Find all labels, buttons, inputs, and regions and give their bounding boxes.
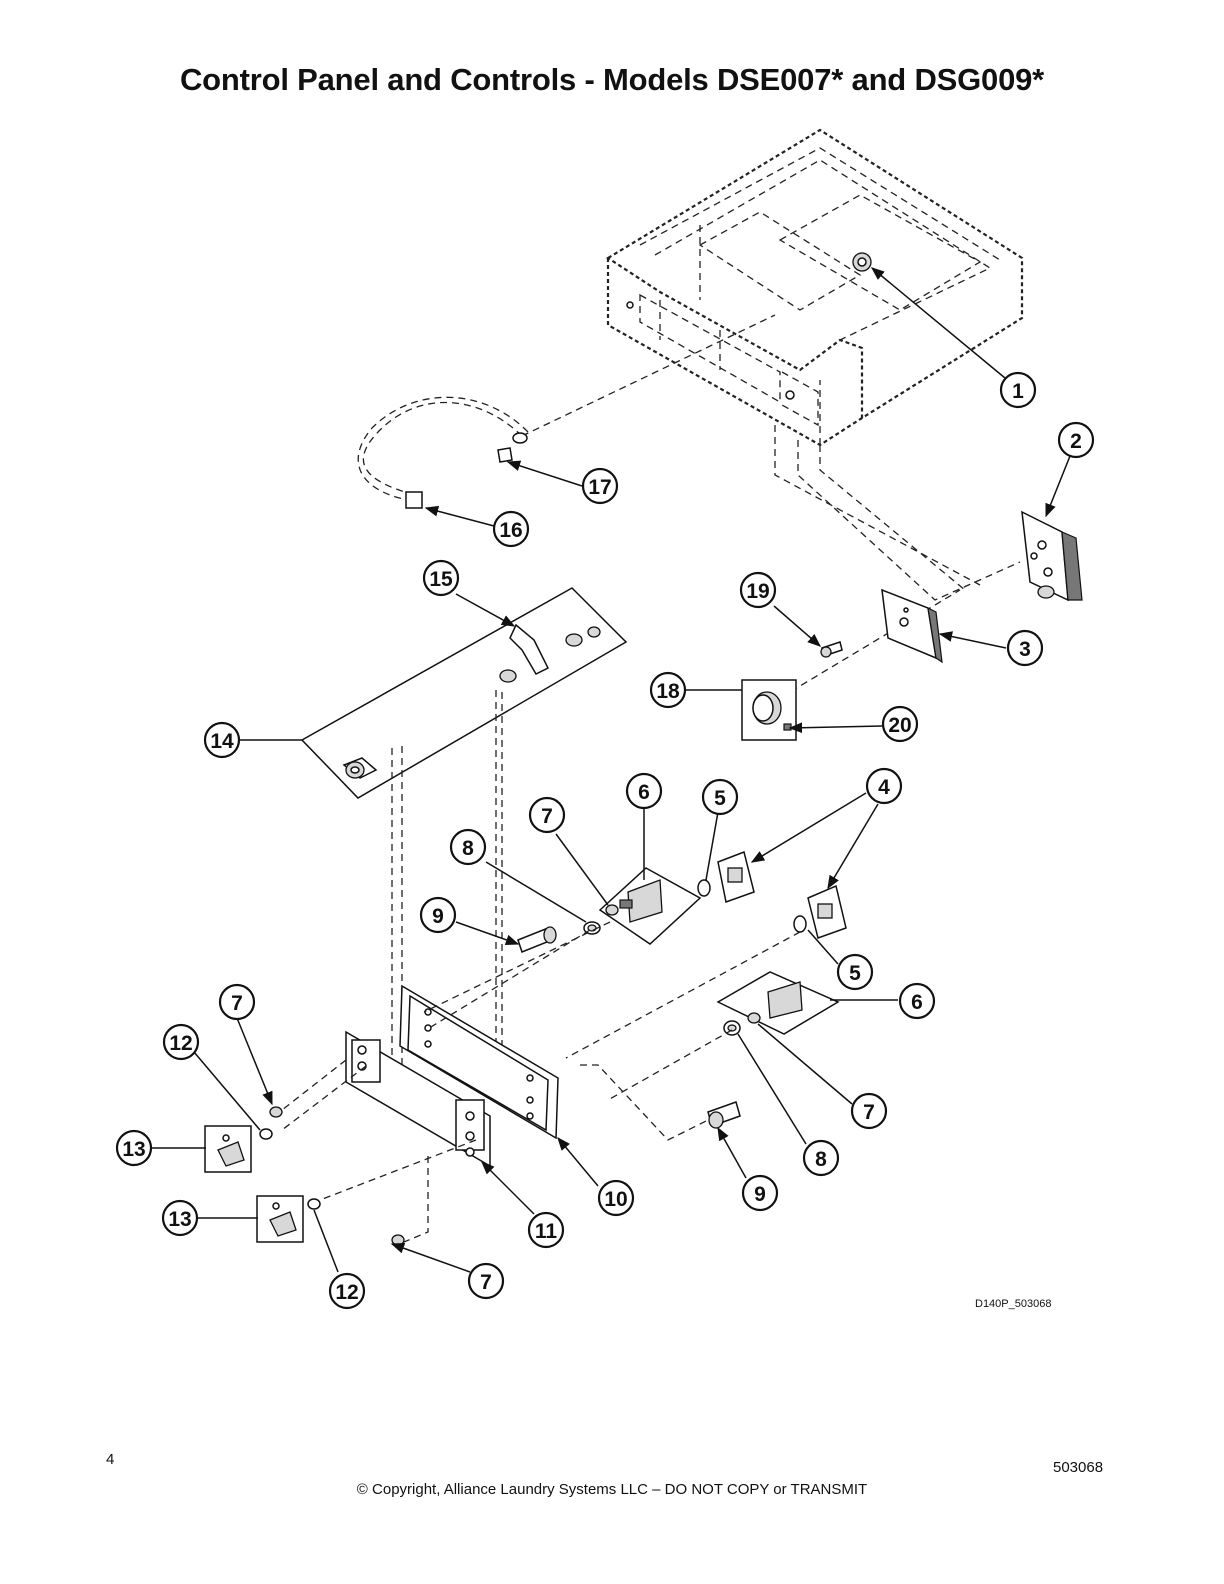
callout-11: 11 — [527, 1211, 565, 1249]
callout-19: 19 — [739, 571, 777, 609]
callout-18: 18 — [649, 671, 687, 709]
svg-text:15: 15 — [429, 568, 453, 591]
page-number: 4 — [106, 1451, 115, 1468]
document-number: 503068 — [1053, 1459, 1104, 1476]
svg-text:12: 12 — [335, 1281, 358, 1304]
svg-text:7: 7 — [480, 1271, 492, 1294]
part-10-bezel — [399, 921, 611, 1140]
timer-connections — [759, 425, 1021, 711]
callout-6-upper: 6 — [625, 772, 663, 810]
svg-text:13: 13 — [122, 1138, 145, 1161]
svg-text:4: 4 — [878, 776, 890, 799]
callout-7-bottom: 7 — [467, 1262, 505, 1300]
callout-5-lower: 5 — [836, 953, 874, 991]
svg-text:1: 1 — [1012, 380, 1024, 403]
callout-8-upper: 8 — [449, 828, 487, 866]
svg-text:9: 9 — [432, 905, 444, 928]
svg-text:5: 5 — [714, 787, 726, 810]
callout-14: 14 — [203, 721, 241, 759]
part-2-timer — [1021, 510, 1083, 602]
svg-text:7: 7 — [231, 992, 243, 1015]
svg-text:10: 10 — [604, 1188, 627, 1211]
callout-3: 3 — [1006, 629, 1044, 667]
callout-15: 15 — [422, 559, 460, 597]
callout-8-lower: 8 — [802, 1139, 840, 1177]
svg-text:18: 18 — [656, 680, 680, 703]
svg-text:6: 6 — [911, 991, 923, 1014]
dryer-cabinet — [605, 128, 1024, 447]
callout-9-upper: 9 — [419, 896, 457, 934]
leader-lines — [152, 267, 1071, 1273]
callout-17: 17 — [581, 467, 619, 505]
svg-text:7: 7 — [863, 1101, 875, 1124]
callout-5-upper: 5 — [701, 778, 739, 816]
svg-text:11: 11 — [535, 1220, 558, 1243]
callout-13-upper: 13 — [115, 1129, 153, 1167]
callout-2: 2 — [1057, 421, 1095, 459]
svg-text:14: 14 — [210, 730, 234, 753]
svg-text:9: 9 — [754, 1183, 766, 1206]
svg-text:16: 16 — [499, 519, 522, 542]
svg-text:5: 5 — [849, 962, 861, 985]
svg-text:7: 7 — [541, 805, 553, 828]
part-14-console — [300, 587, 628, 1082]
callout-13-lower: 13 — [161, 1199, 199, 1237]
svg-text:2: 2 — [1070, 430, 1082, 453]
svg-text:13: 13 — [168, 1208, 191, 1231]
figure-reference: D140P_503068 — [975, 1298, 1052, 1310]
part-11-panel — [281, 1030, 491, 1243]
svg-text:3: 3 — [1019, 638, 1031, 661]
part-19-screw — [820, 641, 843, 658]
callout-1: 1 — [999, 371, 1037, 409]
svg-text:20: 20 — [888, 714, 911, 737]
page-title: Control Panel and Controls - Models DSE0… — [179, 62, 1045, 97]
svg-text:6: 6 — [638, 781, 650, 804]
callout-20: 20 — [881, 705, 919, 743]
svg-text:8: 8 — [462, 837, 474, 860]
callout-7-upper: 7 — [528, 796, 566, 834]
svg-text:12: 12 — [169, 1032, 192, 1055]
callout-12-lower: 12 — [328, 1272, 366, 1310]
wire-harness — [357, 314, 776, 509]
callout-7-left: 7 — [218, 983, 256, 1021]
upper-switch-group — [517, 850, 847, 953]
left-fasteners — [204, 1106, 405, 1246]
callout-4: 4 — [865, 767, 903, 805]
callout-7-right: 7 — [850, 1092, 888, 1130]
svg-text:19: 19 — [746, 580, 769, 603]
lower-switch-group — [565, 931, 840, 1141]
callout-10: 10 — [597, 1179, 635, 1217]
callout-16: 16 — [492, 510, 530, 548]
callout-9-lower: 9 — [741, 1174, 779, 1212]
svg-text:17: 17 — [588, 476, 611, 499]
part-3-plate — [881, 588, 943, 664]
part-18-knob — [741, 679, 797, 741]
callout-6-lower: 6 — [898, 982, 936, 1020]
copyright-notice: © Copyright, Alliance Laundry Systems LL… — [356, 1481, 868, 1498]
callout-12-upper: 12 — [162, 1023, 200, 1061]
svg-text:8: 8 — [815, 1148, 827, 1171]
